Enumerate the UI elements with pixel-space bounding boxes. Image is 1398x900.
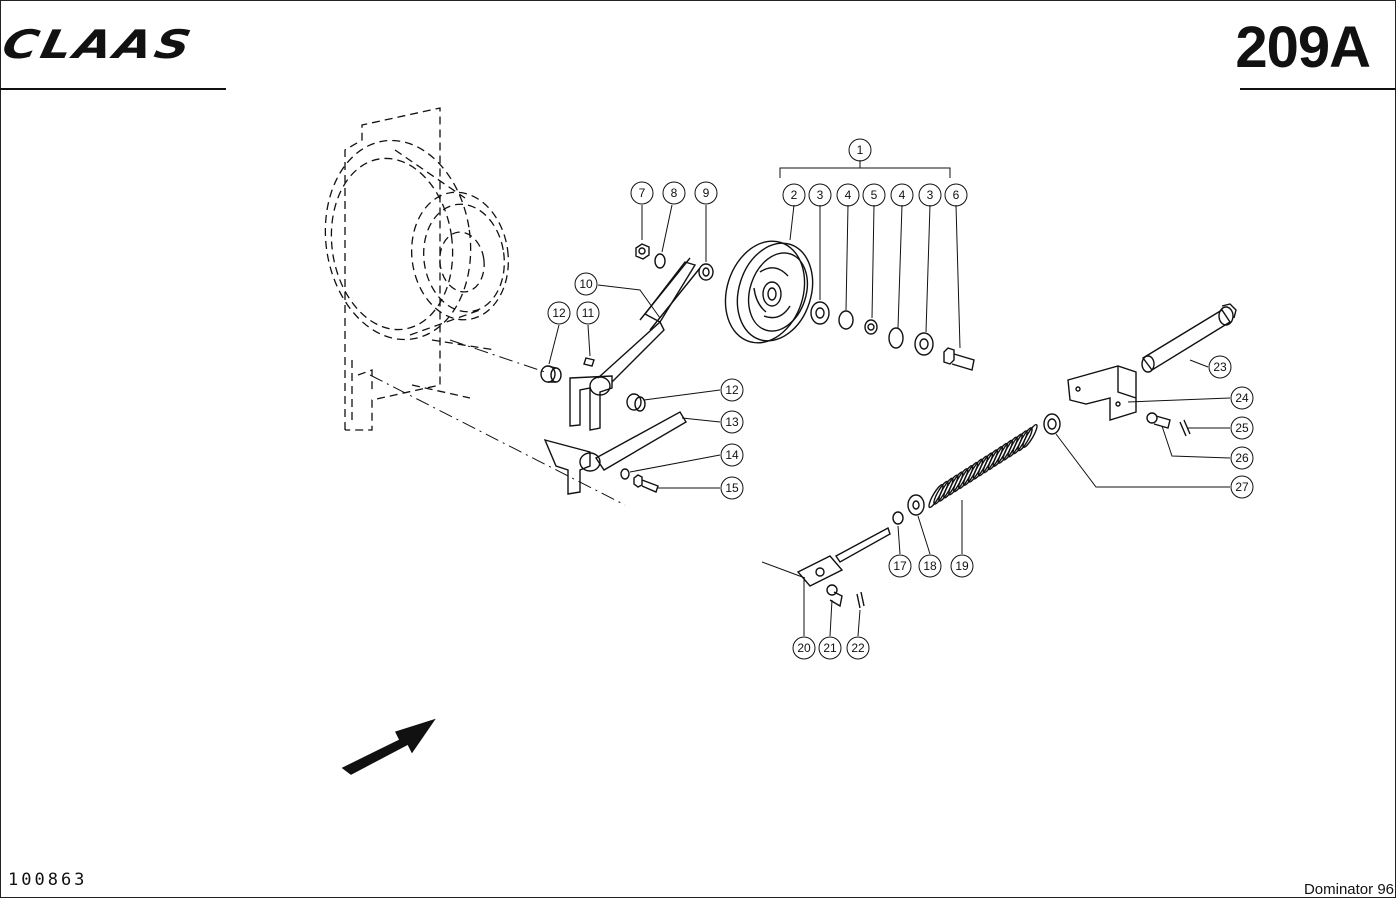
callout-12-second: 12: [720, 378, 744, 402]
direction-arrow-icon: [341, 718, 436, 775]
spring-part-19: [928, 423, 1038, 509]
svg-text:22: 22: [851, 641, 865, 655]
page-number: 209A: [1235, 15, 1371, 80]
callout-7: 7: [630, 181, 654, 205]
header-rule-right: [1240, 88, 1396, 90]
spring-coil: [1022, 423, 1038, 449]
lever-part-13: [543, 411, 687, 495]
rod-part-20: [796, 526, 891, 587]
pulley-part-2: [724, 240, 814, 344]
document-number: 100863: [8, 870, 88, 890]
callout-3-second: 3: [918, 183, 942, 207]
washer-part-14: [620, 468, 630, 480]
svg-text:23: 23: [1213, 360, 1227, 374]
svg-text:7: 7: [639, 186, 646, 200]
washer-part-18: [907, 494, 925, 516]
callout-25: 25: [1230, 416, 1254, 440]
callout-11: 11: [576, 301, 600, 325]
svg-text:3: 3: [927, 188, 934, 202]
cotter-pin-part-22: [856, 591, 865, 609]
bolt-part-6: [943, 347, 975, 371]
callout-1: 1: [848, 138, 872, 162]
shaft-part-23: [1141, 303, 1237, 373]
ring-part-4-second: [888, 327, 904, 349]
svg-text:1: 1: [857, 143, 864, 157]
svg-text:8: 8: [671, 186, 678, 200]
leader-lines: [548, 160, 1231, 637]
svg-text:17: 17: [893, 559, 907, 573]
housing-phantom: [324, 107, 510, 431]
svg-text:15: 15: [725, 481, 739, 495]
svg-text:20: 20: [797, 641, 811, 655]
bushing-part-12: [540, 365, 562, 383]
svg-text:27: 27: [1235, 480, 1249, 494]
callout-17: 17: [888, 554, 912, 578]
callout-22: 22: [846, 636, 870, 660]
ring-part-4: [838, 310, 854, 330]
callout-13: 13: [720, 410, 744, 434]
nut-part-17: [892, 511, 904, 525]
screw-part-11: [583, 357, 595, 367]
svg-text:3: 3: [817, 188, 824, 202]
svg-text:11: 11: [582, 306, 595, 320]
svg-text:25: 25: [1235, 421, 1249, 435]
callout-27: 27: [1230, 475, 1254, 499]
callout-19: 19: [950, 554, 974, 578]
bearing-part-3: [810, 301, 830, 325]
callout-10: 10: [574, 272, 598, 296]
callout-23: 23: [1208, 355, 1232, 379]
header-rule-left: [0, 88, 226, 90]
svg-text:12: 12: [552, 306, 566, 320]
callout-14: 14: [720, 443, 744, 467]
svg-text:10: 10: [579, 277, 593, 291]
svg-text:2: 2: [791, 188, 798, 202]
svg-text:5: 5: [871, 188, 878, 202]
svg-text:14: 14: [725, 448, 739, 462]
nut-part-7: [635, 243, 650, 260]
svg-text:13: 13: [725, 415, 739, 429]
lever-part-10: [569, 257, 701, 431]
callout-4: 4: [836, 183, 860, 207]
washer-part-27: [1043, 413, 1061, 435]
callout-26: 26: [1230, 446, 1254, 470]
svg-text:18: 18: [923, 559, 937, 573]
machine-model: Dominator 96: [1303, 881, 1394, 898]
callouts: 1 2 3 4 5 4 3 6 7 8 9 10 12 11 12 13 14 …: [547, 138, 1254, 660]
bracket-part-24: [1067, 365, 1137, 421]
callout-21: 21: [818, 636, 842, 660]
callout-5: 5: [862, 183, 886, 207]
svg-text:24: 24: [1235, 391, 1249, 405]
bolt-part-15: [633, 474, 659, 493]
cotter-pin-part-25: [1179, 419, 1191, 437]
svg-text:26: 26: [1235, 451, 1249, 465]
callout-15: 15: [720, 476, 744, 500]
callout-9: 9: [694, 181, 718, 205]
callout-12: 12: [547, 301, 571, 325]
callout-20: 20: [792, 636, 816, 660]
svg-text:4: 4: [845, 188, 852, 202]
bearing-part-3-second: [914, 332, 934, 356]
callout-18: 18: [918, 554, 942, 578]
pin-part-26: [1146, 412, 1171, 429]
callout-3: 3: [808, 183, 832, 207]
spacer-part-5: [864, 319, 878, 335]
pin-part-21: [826, 584, 843, 608]
svg-text:4: 4: [899, 188, 906, 202]
callout-4-second: 4: [890, 183, 914, 207]
svg-text:12: 12: [725, 383, 739, 397]
callout-6: 6: [944, 183, 968, 207]
svg-text:6: 6: [953, 188, 960, 202]
svg-text:21: 21: [823, 641, 837, 655]
nut-part-9: [698, 263, 714, 281]
callout-24: 24: [1230, 386, 1254, 410]
svg-text:19: 19: [955, 559, 969, 573]
washer-part-8: [654, 253, 666, 269]
axis-lines: [369, 339, 806, 579]
svg-text:9: 9: [703, 186, 710, 200]
callout-8: 8: [662, 181, 686, 205]
callout-2: 2: [782, 183, 806, 207]
bushing-part-12-lower: [626, 393, 646, 412]
